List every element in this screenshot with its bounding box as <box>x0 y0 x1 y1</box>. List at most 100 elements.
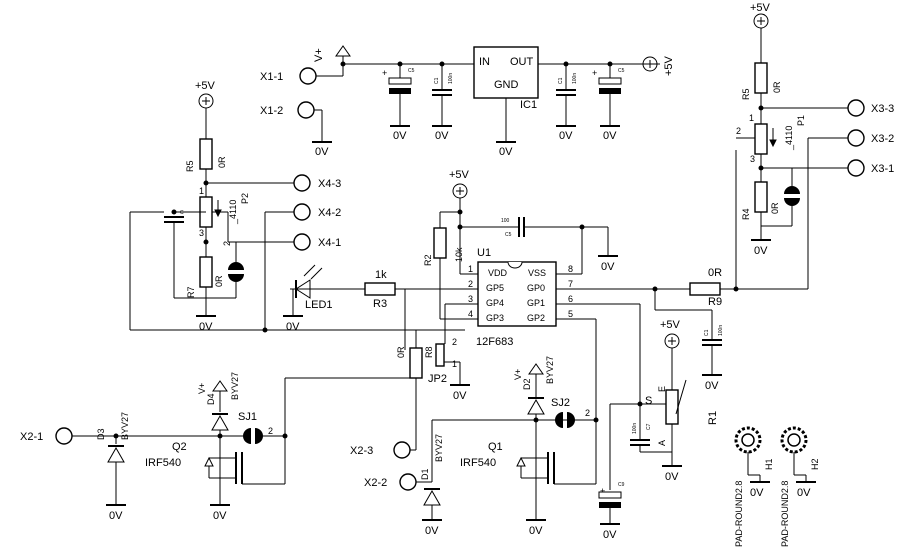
svg-text:D4: D4 <box>206 393 216 405</box>
connector-x1-1-label: X1-1 <box>260 71 283 83</box>
svg-text:GP5: GP5 <box>486 283 504 293</box>
svg-text:2: 2 <box>585 408 590 418</box>
vcc-label: +5V <box>449 169 470 181</box>
resistor-r9 <box>689 282 721 296</box>
led-section: 0V LED1 1k R3 <box>283 264 405 333</box>
svg-text:1: 1 <box>468 264 473 274</box>
pot-p2-section: +5V R5 0R X4-3 1 _4110 P2 3 2 X4-1 R7 0R… <box>129 80 465 333</box>
connector-x1-2[interactable] <box>297 101 315 119</box>
svg-text:4: 4 <box>468 309 473 319</box>
connector-x3-3-label: X3-3 <box>871 103 894 115</box>
resistor-value: 0R <box>708 267 722 279</box>
cap-label: C1 <box>434 77 440 84</box>
resistor-value: 0R <box>217 156 227 168</box>
svg-text:BYV27: BYV27 <box>230 372 240 400</box>
svg-text:6: 6 <box>568 294 573 304</box>
svg-text:+: + <box>382 68 387 78</box>
gnd-label: 0V <box>797 487 811 499</box>
connector-x3-3[interactable] <box>847 99 865 117</box>
svg-text:C: C <box>180 210 184 216</box>
pad-label: PAD-ROUND2.8 <box>780 481 790 547</box>
connector-x1-1[interactable] <box>299 67 317 85</box>
pot-label: P1 <box>796 115 806 126</box>
mcu-u1: U1 12F683 VDD VSS GP5 GP0 GP4 GP1 GP3 GP… <box>405 169 690 348</box>
regulator-section: X1-1 V+ X1-2 0V + C5 0V C1 100n 0V IN OU… <box>260 45 675 158</box>
resistor-label: R9 <box>708 296 722 308</box>
svg-text:V+: V+ <box>197 383 207 394</box>
mcu-part: 12F683 <box>476 336 513 348</box>
connector-x2-1-label: X2-1 <box>20 431 43 443</box>
jumper-label: SJ2 <box>551 397 570 409</box>
resistor-label: R2 <box>423 254 433 266</box>
cap-label: C5 <box>618 68 625 74</box>
vcc-label: +5V <box>660 319 681 331</box>
svg-text:C1: C1 <box>704 329 710 336</box>
gnd-label: 0V <box>601 261 615 273</box>
svg-text:GP4: GP4 <box>486 298 504 308</box>
gnd-label: 0V <box>705 380 719 392</box>
svg-text:V+: V+ <box>513 369 523 380</box>
potentiometer-p1 <box>754 123 768 155</box>
svg-text:GP3: GP3 <box>486 313 504 323</box>
mcu-body <box>477 261 557 327</box>
svg-text:3: 3 <box>750 154 755 164</box>
pot-label: P2 <box>240 193 250 204</box>
svg-text:3: 3 <box>199 228 204 238</box>
connector-x3-2[interactable] <box>847 129 865 147</box>
svg-text:100n: 100n <box>632 423 638 434</box>
jumper-sj2[interactable] <box>555 412 563 428</box>
connector-x4-1[interactable] <box>293 233 311 251</box>
connector-x2-3[interactable] <box>393 441 411 459</box>
connector-x4-2[interactable] <box>293 203 311 221</box>
hole-label: H2 <box>810 458 820 470</box>
sensor-r1-section: +5V E A R1 0V <box>657 319 719 483</box>
gnd-label: 0V <box>109 510 123 522</box>
connector-x3-1[interactable] <box>847 159 865 177</box>
svg-text:2: 2 <box>452 337 457 347</box>
resistor-label: R4 <box>741 208 751 220</box>
svg-text:100: 100 <box>501 218 510 224</box>
svg-text:GP0: GP0 <box>527 283 545 293</box>
ic1-in: IN <box>479 56 490 68</box>
vplus-label: V+ <box>313 48 325 62</box>
svg-text:D1: D1 <box>420 468 430 480</box>
gnd-label: 0V <box>393 130 407 142</box>
mosfet-label: Q2 <box>172 441 187 453</box>
connector-x4-3[interactable] <box>293 174 311 192</box>
vcc-symbol <box>642 56 658 72</box>
pad-label: PAD-ROUND2.8 <box>734 481 744 547</box>
svg-text:5: 5 <box>568 309 573 319</box>
mosfet-part: IRF540 <box>460 457 496 469</box>
svg-text:7: 7 <box>568 279 573 289</box>
pot-type: _4110 <box>784 126 794 151</box>
led-label: LED1 <box>305 299 333 311</box>
connector-x2-2[interactable] <box>399 473 417 491</box>
connector-x4-3-label: X4-3 <box>318 178 341 190</box>
connector-x3-1-label: X3-1 <box>871 163 894 175</box>
gnd-label: 0V <box>754 245 768 257</box>
svg-text:D2: D2 <box>522 378 532 390</box>
jumper-label: SJ1 <box>238 411 257 423</box>
svg-text:E: E <box>657 386 667 392</box>
vplus-symbol <box>335 45 351 57</box>
svg-text:+: + <box>592 68 597 78</box>
svg-text:BYV27: BYV27 <box>434 434 444 462</box>
jumper-sj1[interactable] <box>243 428 251 444</box>
svg-text:2: 2 <box>736 126 741 136</box>
svg-text:1: 1 <box>749 113 754 123</box>
svg-text:3: 3 <box>468 294 473 304</box>
vcc-label: +5V <box>195 80 216 92</box>
right-section: 0R R9 C1 100n 0V +5V R5 0R X3-3 1 2 _411… <box>652 2 894 392</box>
ic1-regulator <box>473 46 539 99</box>
connector-x2-2-label: X2-2 <box>364 477 387 489</box>
resistor-r8 <box>409 347 423 379</box>
svg-text:BYV27: BYV27 <box>120 412 130 440</box>
connector-x2-1[interactable] <box>55 427 73 445</box>
mounting-hole-h1 <box>734 426 762 454</box>
svg-text:GP2: GP2 <box>527 313 545 323</box>
pot-type: _4110 <box>228 200 238 225</box>
resistor-label: R3 <box>373 298 387 310</box>
jumper-jp2[interactable] <box>435 343 445 367</box>
